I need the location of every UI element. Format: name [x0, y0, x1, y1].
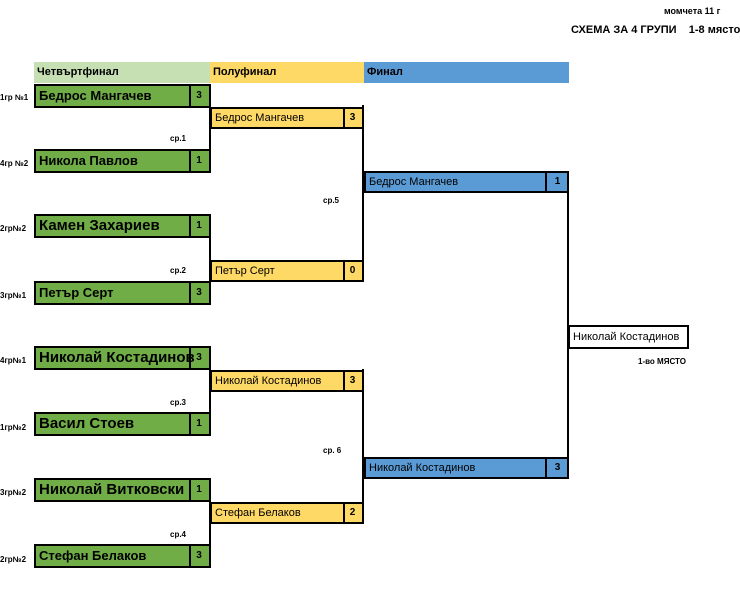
- seed-label: 2гр№2: [0, 555, 27, 564]
- player-score: 3: [554, 462, 561, 473]
- player-score: 1: [196, 220, 202, 231]
- player-score: 1: [196, 418, 202, 429]
- player-name: Николай Костадинов: [212, 372, 345, 390]
- quarterfinal-slot: Петър Серт 3: [34, 281, 211, 305]
- winner-box: Николай Костадинов: [568, 325, 689, 349]
- place-label: 1-во МЯСТО: [638, 357, 686, 366]
- player-name: Бедрос Мангачев: [366, 173, 547, 191]
- match-label: ср.1: [170, 134, 187, 143]
- player-score: 3: [196, 287, 202, 298]
- player-score: 1: [196, 484, 202, 495]
- final-slot: Бедрос Мангачев 1: [364, 171, 569, 193]
- bracket-line: [362, 105, 364, 282]
- header-final: Финал: [364, 62, 569, 83]
- player-score: 3: [196, 352, 202, 363]
- match-label: ср.2: [170, 266, 187, 275]
- player-score: 3: [349, 375, 356, 386]
- player-name: Петър Серт: [36, 283, 191, 303]
- corner-note: момчета 11 г: [664, 6, 721, 16]
- semifinal-slot: Николай Костадинов 3: [210, 370, 364, 392]
- player-name: Николай Костадинов: [366, 459, 547, 477]
- seed-label: 3гр№2: [0, 488, 27, 497]
- bracket-line: [362, 369, 364, 523]
- seed-label: 1гр№2: [0, 423, 27, 432]
- player-score: 2: [349, 507, 356, 518]
- semifinal-slot: Стефан Белаков 2: [210, 502, 364, 524]
- quarterfinal-slot: Бедрос Мангачев 3: [34, 84, 211, 108]
- seed-label: 2гр№2: [0, 224, 27, 233]
- seed-label: 1гр №1: [0, 93, 29, 102]
- seed-label: 4гр №2: [0, 159, 29, 168]
- player-name: Николай Витковски: [36, 480, 191, 500]
- player-name: Никола Павлов: [36, 151, 191, 171]
- bracket-line: [209, 368, 211, 436]
- semifinal-slot: Петър Серт 0: [210, 260, 364, 282]
- quarterfinal-slot: Васил Стоев 1: [34, 412, 211, 436]
- quarterfinal-slot: Камен Захариев 1: [34, 214, 211, 238]
- match-label: ср.3: [170, 398, 187, 407]
- player-name: Стефан Белаков: [212, 504, 345, 522]
- seed-label: 3гр№1: [0, 291, 27, 300]
- player-name: Бедрос Мангачев: [212, 109, 345, 127]
- player-score: 1: [554, 176, 561, 187]
- bracket-line: [209, 500, 211, 568]
- player-score: 3: [196, 550, 202, 561]
- player-score: 0: [349, 265, 356, 276]
- final-slot: Николай Костадинов 3: [364, 457, 569, 479]
- semifinal-slot: Бедрос Мангачев 3: [210, 107, 364, 129]
- quarterfinal-slot: Николай Витковски 1: [34, 478, 211, 502]
- seed-label: 4гр№1: [0, 356, 27, 365]
- player-name: Николай Костадинов: [36, 348, 195, 368]
- player-name: Петър Серт: [212, 262, 345, 280]
- match-label: ср.4: [170, 530, 187, 539]
- header-quarterfinal: Четвъртфинал: [34, 62, 210, 83]
- match-label: ср. 6: [323, 446, 342, 455]
- player-name: Камен Захариев: [36, 216, 191, 236]
- header-semifinal: Полуфинал: [210, 62, 364, 83]
- quarterfinal-slot: Стефан Белаков 3: [34, 544, 211, 568]
- page-title: СХЕМА ЗА 4 ГРУПИ 1-8 място: [571, 24, 740, 36]
- player-score: 1: [196, 155, 202, 166]
- match-label: ср.5: [323, 196, 340, 205]
- quarterfinal-slot: Никола Павлов 1: [34, 149, 211, 173]
- player-score: 3: [196, 90, 202, 101]
- player-name: Васил Стоев: [36, 414, 191, 434]
- player-name: Бедрос Мангачев: [36, 86, 191, 106]
- quarterfinal-slot: Николай Костадинов 3: [34, 346, 211, 370]
- player-name: Стефан Белаков: [36, 546, 191, 566]
- player-score: 3: [349, 112, 356, 123]
- bracket-line: [209, 106, 211, 173]
